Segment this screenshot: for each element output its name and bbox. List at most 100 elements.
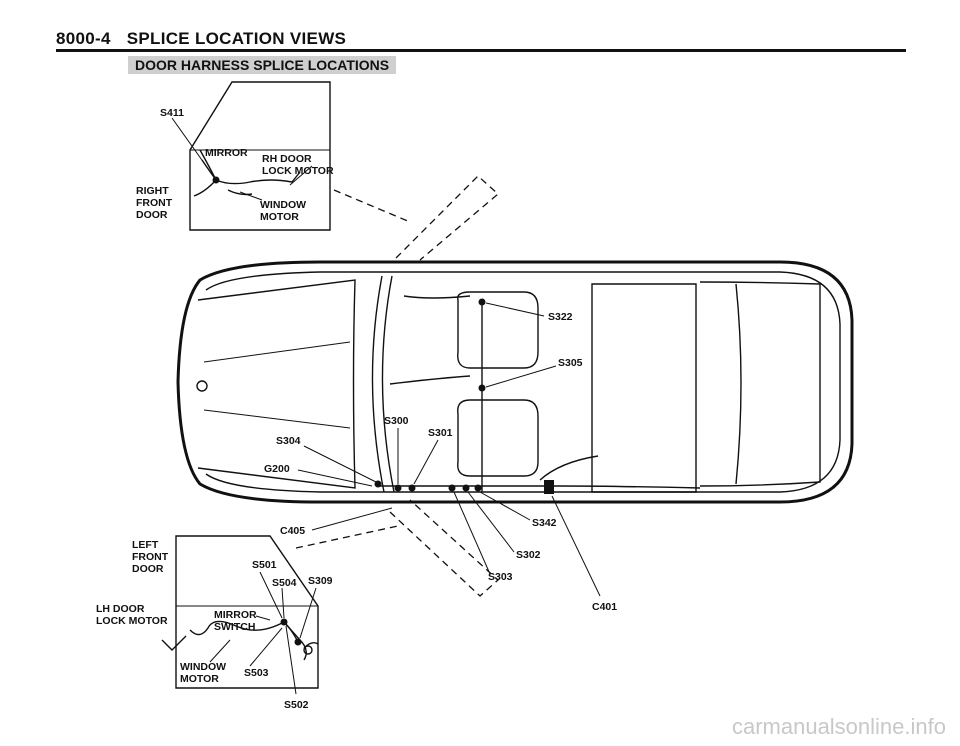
label-s501: S501 bbox=[252, 559, 277, 571]
right-door-outline bbox=[189, 81, 331, 231]
label-s342: S342 bbox=[532, 517, 557, 529]
label-window-motor-r1: WINDOW bbox=[260, 199, 306, 211]
connector-c401 bbox=[544, 480, 554, 494]
car-body-outline bbox=[176, 260, 854, 504]
leader-s303 bbox=[453, 491, 491, 575]
label-right-1: RIGHT bbox=[136, 185, 169, 197]
leader-g200 bbox=[297, 469, 373, 487]
leader-s411 bbox=[171, 117, 215, 178]
projection-dash-left-1 bbox=[295, 525, 399, 549]
label-s411: S411 bbox=[160, 107, 184, 119]
label-s301: S301 bbox=[428, 427, 453, 439]
label-left-2: FRONT bbox=[132, 551, 169, 563]
watermark: carmanualsonline.info bbox=[731, 714, 946, 739]
splice-dot-s322 bbox=[478, 298, 486, 306]
leader-s322 bbox=[485, 302, 545, 317]
label-g200: G200 bbox=[264, 463, 290, 475]
left-door-harness-b bbox=[283, 621, 299, 643]
car-body-inner bbox=[205, 271, 841, 493]
harness-floor bbox=[380, 485, 701, 489]
label-mirror-switch-2: SWITCH bbox=[214, 621, 255, 633]
leader-s504 bbox=[281, 587, 285, 619]
label-rh-door-1: RH DOOR bbox=[262, 153, 312, 165]
hood-line-bottom bbox=[203, 409, 351, 429]
left-door-outline bbox=[175, 535, 319, 689]
car-top-view: S322 S305 S300 S301 S304 G200 C405 S342 … bbox=[176, 260, 854, 613]
label-s309: S309 bbox=[308, 575, 333, 587]
harness-dash-2 bbox=[403, 295, 471, 299]
right-door-inset: S411 MIRROR RH DOOR LOCK MOTOR WINDOW MO… bbox=[136, 81, 334, 231]
label-lh-door-1: LH DOOR bbox=[96, 603, 145, 615]
windshield-front bbox=[371, 275, 385, 493]
splice-dot-s302 bbox=[462, 484, 470, 492]
splice-dot-s303 bbox=[448, 484, 456, 492]
car-hood bbox=[197, 279, 356, 489]
leader-mirror-switch bbox=[255, 615, 271, 621]
left-door-inset: LEFT FRONT DOOR LH DOOR LOCK MOTOR S501 … bbox=[96, 535, 333, 711]
splice-dot-s301 bbox=[408, 484, 416, 492]
leader-s302 bbox=[467, 491, 515, 553]
splice-dot-s309 bbox=[294, 638, 302, 646]
label-lh-door-2: LOCK MOTOR bbox=[96, 615, 168, 627]
page-header: 8000-4 SPLICE LOCATION VIEWS bbox=[56, 29, 362, 49]
label-left-1: LEFT bbox=[132, 539, 159, 551]
leader-c401 bbox=[551, 495, 601, 597]
label-s302: S302 bbox=[516, 549, 541, 561]
seat-right-front bbox=[457, 291, 539, 369]
projection-dash-right-1 bbox=[333, 189, 411, 223]
label-s503: S503 bbox=[244, 667, 269, 679]
label-right-2: FRONT bbox=[136, 197, 173, 209]
section-code: 8000-4 bbox=[56, 29, 111, 48]
label-s305: S305 bbox=[558, 357, 583, 369]
right-door-harness-d bbox=[227, 189, 253, 196]
label-window-motor-r2: MOTOR bbox=[260, 211, 299, 223]
label-mirror-switch-1: MIRROR bbox=[214, 609, 257, 621]
sunroof-panel bbox=[591, 283, 697, 493]
leader-window-motor bbox=[239, 191, 263, 201]
hood-line-top bbox=[203, 341, 351, 363]
harness-dash-1 bbox=[389, 375, 471, 385]
leader-c405 bbox=[311, 507, 393, 531]
section-title: SPLICE LOCATION VIEWS bbox=[126, 29, 347, 48]
rear-window bbox=[699, 281, 821, 487]
connector-left-door bbox=[303, 645, 313, 655]
leader-s309 bbox=[299, 587, 317, 639]
projection-dash-right-2 bbox=[395, 175, 499, 261]
subheading: DOOR HARNESS SPLICE LOCATIONS bbox=[128, 56, 397, 74]
label-mirror-right: MIRROR bbox=[205, 147, 248, 159]
label-s304: S304 bbox=[276, 435, 301, 447]
label-window-motor-l1: WINDOW bbox=[180, 661, 226, 673]
leader-s502 bbox=[285, 625, 297, 695]
leader-window-motor-left bbox=[209, 639, 231, 663]
splice-dot-s504 bbox=[280, 618, 288, 626]
seat-left-front bbox=[457, 399, 539, 477]
label-window-motor-l2: MOTOR bbox=[180, 673, 219, 685]
splice-dot-s342 bbox=[474, 484, 482, 492]
windshield-back bbox=[381, 275, 395, 493]
label-left-3: DOOR bbox=[132, 563, 164, 575]
splice-dot-s411 bbox=[212, 176, 220, 184]
label-c405: C405 bbox=[280, 525, 305, 537]
label-s303: S303 bbox=[488, 571, 513, 583]
label-right-3: DOOR bbox=[136, 209, 168, 221]
splice-dot-s300 bbox=[394, 484, 402, 492]
leader-s301 bbox=[413, 439, 439, 485]
left-lock-motor-shape bbox=[161, 635, 187, 651]
left-door-harness-a bbox=[189, 620, 307, 661]
label-s300: S300 bbox=[384, 415, 409, 427]
leader-s305 bbox=[485, 365, 557, 388]
label-rh-door-2: LOCK MOTOR bbox=[262, 165, 334, 177]
rear-window-inner bbox=[735, 283, 742, 485]
leader-s342 bbox=[479, 491, 531, 521]
splice-dot-s304 bbox=[374, 480, 382, 488]
label-c401: C401 bbox=[592, 601, 617, 613]
hood-emblem bbox=[196, 380, 208, 392]
harness-rear bbox=[539, 455, 599, 481]
leader-s503 bbox=[249, 627, 283, 667]
label-s502: S502 bbox=[284, 699, 309, 711]
label-s322: S322 bbox=[548, 311, 573, 323]
leader-s304 bbox=[303, 445, 377, 483]
splice-dot-s305 bbox=[478, 384, 486, 392]
header-rule bbox=[56, 49, 906, 52]
